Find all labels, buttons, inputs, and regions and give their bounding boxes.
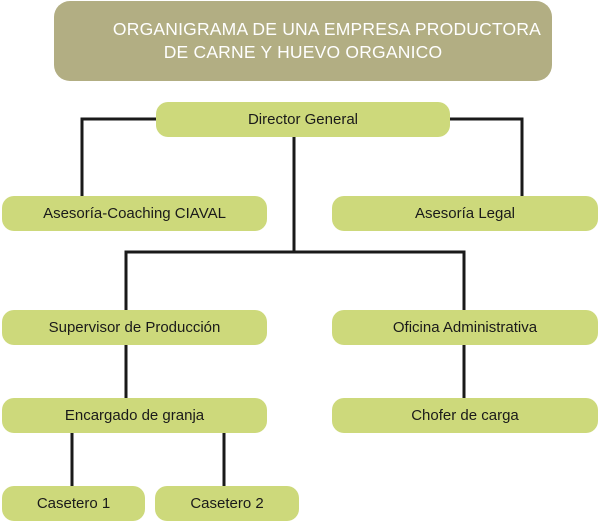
connector-branch-bar [124, 250, 466, 312]
node-casetero-2: Casetero 2 [155, 486, 299, 521]
connector-director-coaching [80, 117, 158, 198]
node-casetero-1: Casetero 1 [2, 486, 145, 521]
node-chofer-carga: Chofer de carga [332, 398, 598, 433]
node-asesoria-legal: Asesoría Legal [332, 196, 598, 231]
node-supervisor-produccion: Supervisor de Producción [2, 310, 267, 345]
chart-title: ORGANIGRAMA DE UNA EMPRESA PRODUCTORA DE… [54, 1, 552, 81]
chart-title-line-1: ORGANIGRAMA DE UNA EMPRESA PRODUCTORA [112, 19, 542, 39]
connector-director-legal [448, 117, 524, 198]
node-encargado-granja: Encargado de granja [2, 398, 267, 433]
node-director-general: Director General [156, 102, 450, 137]
chart-title-line-2: DE CARNE Y HUEVO ORGANICO [163, 42, 443, 62]
node-asesoria-coaching: Asesoría-Coaching CIAVAL [2, 196, 267, 231]
node-oficina-administrativa: Oficina Administrativa [332, 310, 598, 345]
